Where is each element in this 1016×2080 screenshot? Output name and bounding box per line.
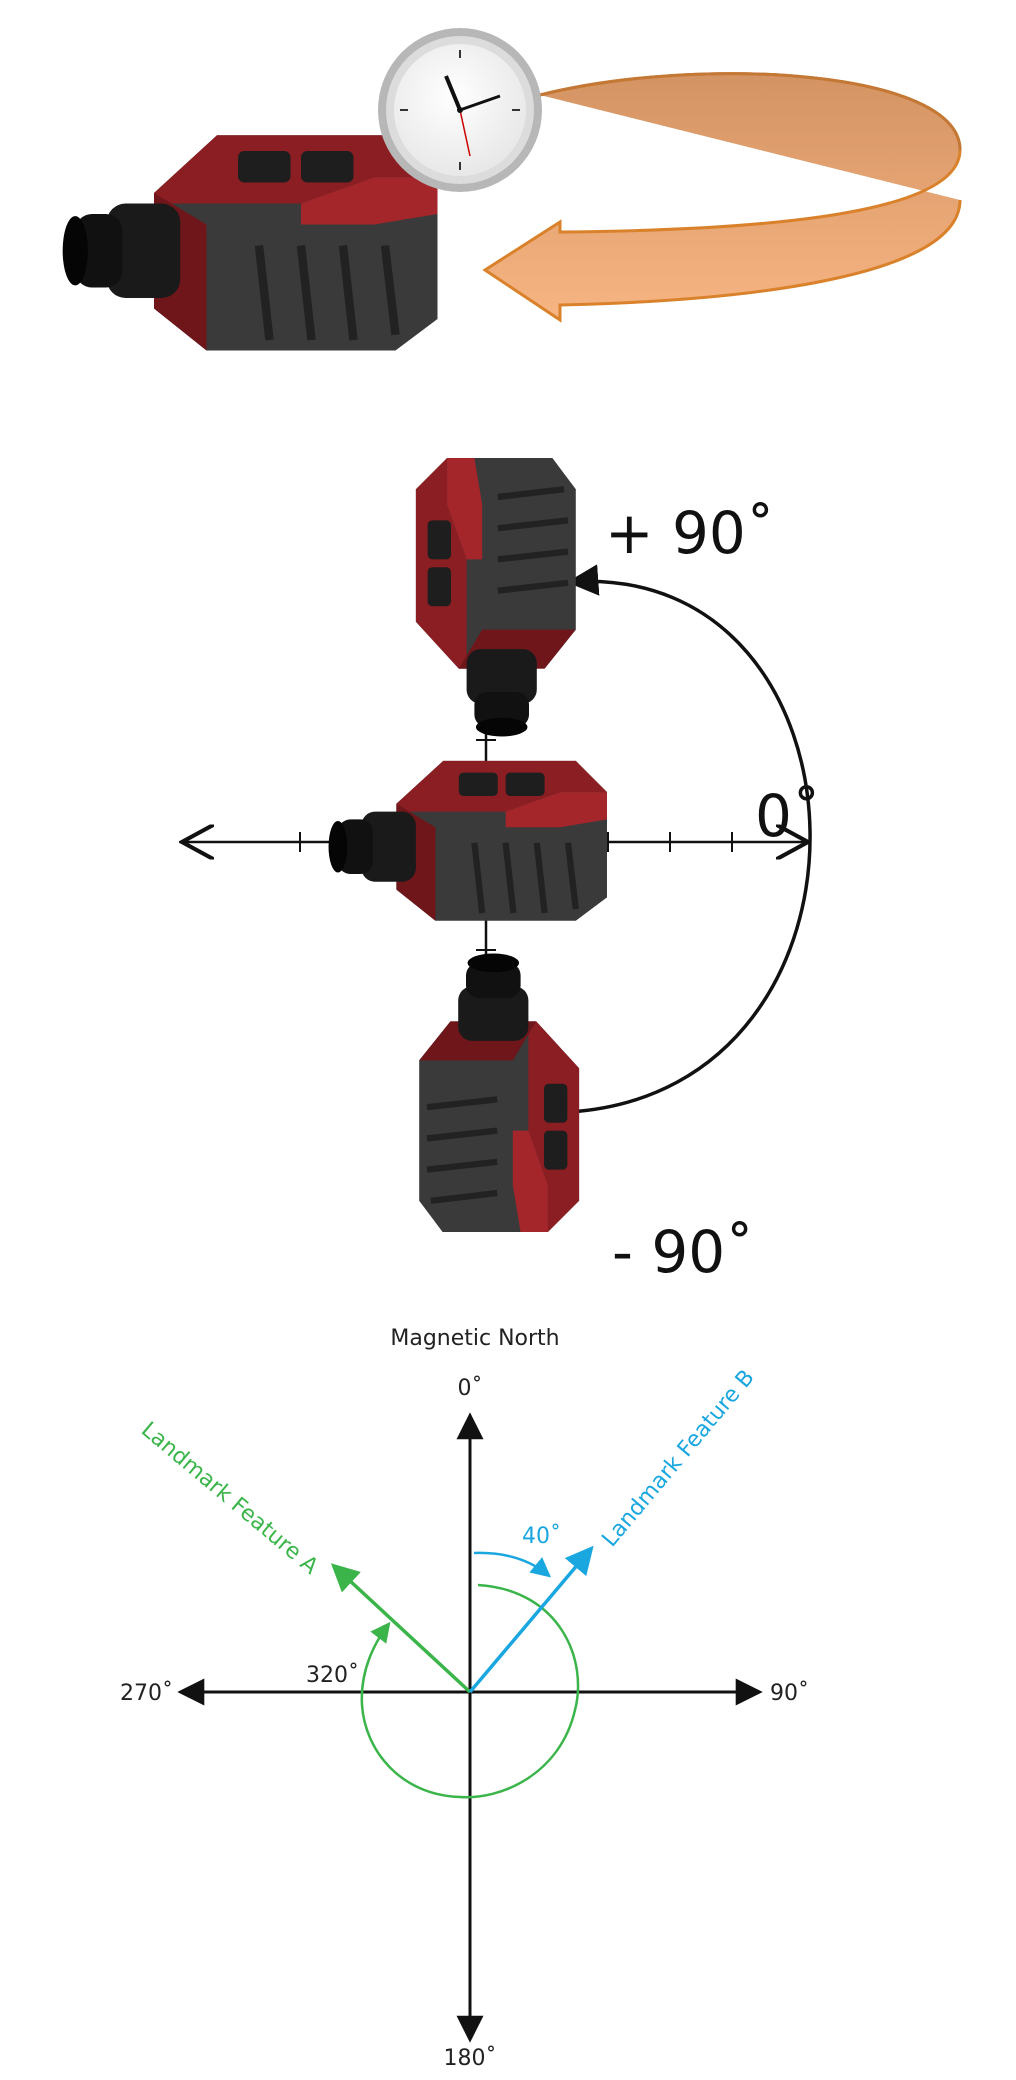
compass-panel: Magnetic North 0˚ 90˚ 180˚ 270˚ 320˚ 40˚… bbox=[120, 1326, 809, 2071]
device-down-icon bbox=[419, 954, 579, 1232]
angle-320-label: 320˚ bbox=[306, 1663, 359, 1688]
angle-40-arc bbox=[473, 1551, 552, 1578]
device-level-icon bbox=[329, 761, 607, 921]
degree-90-label: 90˚ bbox=[770, 1681, 809, 1706]
label-minus-90: - 90˚ bbox=[612, 1218, 754, 1286]
laser-rangefinder-icon bbox=[63, 135, 438, 350]
magnetic-north-label: Magnetic North bbox=[390, 1326, 559, 1351]
device-up-icon bbox=[416, 458, 576, 736]
feature-b-ray bbox=[468, 1545, 594, 1694]
rotation-panel bbox=[63, 28, 962, 351]
angle-40-label: 40˚ bbox=[522, 1524, 561, 1549]
angle-320-arc bbox=[360, 1583, 580, 1799]
degree-0-label: 0˚ bbox=[458, 1376, 483, 1401]
label-zero: 0˚ bbox=[755, 782, 821, 850]
tilt-arc bbox=[566, 564, 812, 1114]
rotation-ring-arrow bbox=[482, 72, 962, 323]
feature-a-label: Landmark Feature A bbox=[136, 1417, 323, 1579]
label-plus-90: + 90˚ bbox=[605, 499, 775, 567]
wall-clock-icon bbox=[378, 28, 542, 192]
degree-270-label: 270˚ bbox=[120, 1681, 173, 1706]
feature-b-label: Landmark Feature B bbox=[597, 1365, 759, 1552]
feature-a-ray bbox=[330, 1563, 472, 1694]
degree-180-label: 180˚ bbox=[444, 2046, 497, 2071]
tilt-panel: + 90˚ 0˚ - 90˚ bbox=[182, 458, 821, 1286]
